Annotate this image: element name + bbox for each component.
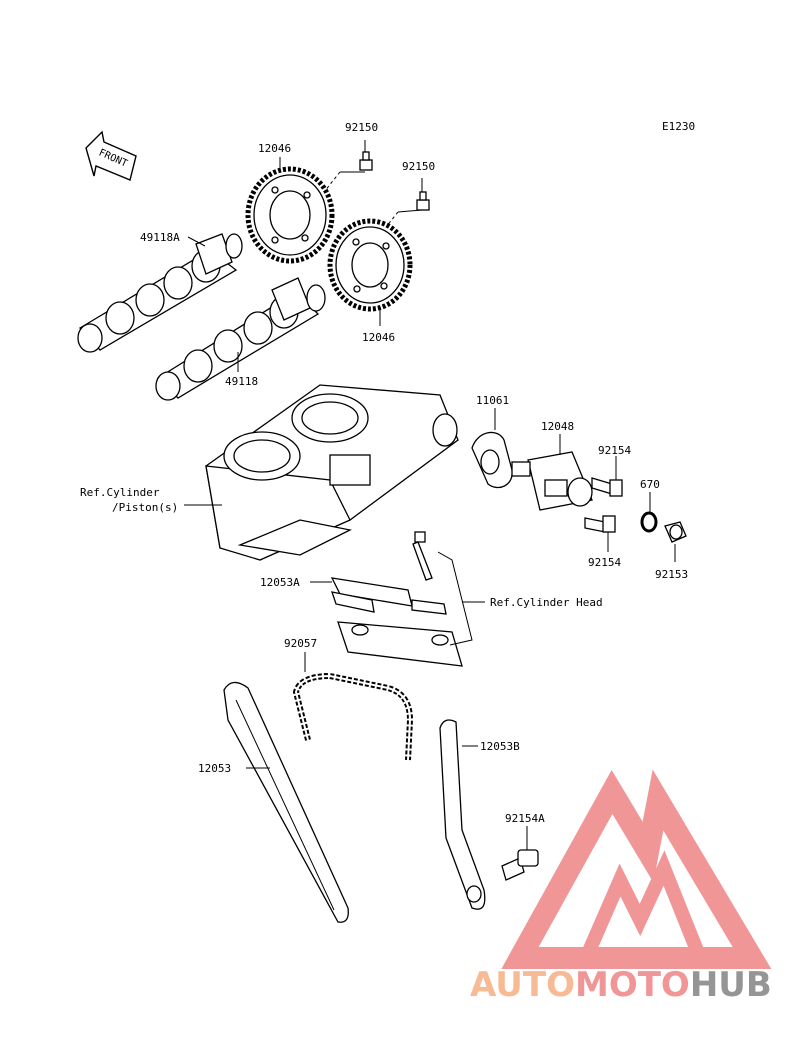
label-92153: 92153: [655, 568, 688, 581]
gasket-11061: [471, 431, 513, 489]
camshaft-49118: [155, 277, 326, 401]
pivot-bolt-92154a: [501, 849, 539, 881]
label-49118a: 49118A: [140, 231, 180, 244]
o-ring-670: [640, 511, 658, 533]
logo-text-auto: AUTO: [470, 965, 575, 1005]
label-12053b: 12053B: [480, 740, 520, 753]
automotohub-logo: AUTOMOTOHUB: [470, 769, 772, 1005]
diagram-code: E1230: [662, 120, 695, 133]
sprocket-12046-b: [327, 218, 413, 312]
bolt-92150-a: [359, 151, 373, 171]
front-arrow-icon: FRONT: [85, 130, 137, 181]
chain-guide-12053b: [439, 719, 486, 910]
bolt-92154-a: [591, 477, 623, 497]
long-bolt: [412, 531, 433, 581]
svg-text:AUTOMOTOHUB: AUTOMOTOHUB: [470, 965, 772, 1005]
label-92150-a: 92150: [345, 121, 378, 134]
cylinder-head: [205, 384, 459, 561]
label-12053: 12053: [198, 762, 231, 775]
label-92154a: 92154A: [505, 812, 545, 825]
chain-guide-12053a: [330, 577, 413, 613]
bolt-92154-b: [584, 515, 616, 533]
ref-cylinder-head-label: Ref.Cylinder Head: [490, 596, 603, 609]
cap-bolt-92153: [664, 521, 687, 543]
ref-cylinder-label-2: /Piston(s): [112, 501, 178, 514]
label-12046-a: 12046: [258, 142, 291, 155]
label-12048: 12048: [541, 420, 574, 433]
chain-guide-12053: [223, 681, 349, 923]
label-670: 670: [640, 478, 660, 491]
label-12053a: 12053A: [260, 576, 300, 589]
tensioner-12048: [511, 451, 593, 511]
label-92154-b: 92154: [588, 556, 621, 569]
label-92154-a: 92154: [598, 444, 631, 457]
camshaft-49118a: [77, 233, 243, 353]
label-92057: 92057: [284, 637, 317, 650]
bolt-92150-b: [416, 191, 430, 211]
sprocket-12046-a: [245, 166, 335, 264]
label-11061: 11061: [476, 394, 509, 407]
cam-cap: [337, 621, 463, 667]
label-12046-b: 12046: [362, 331, 395, 344]
logo-text-hub: HUB: [690, 965, 772, 1005]
ref-cylinder-label-1: Ref.Cylinder: [80, 486, 160, 499]
logo-text-moto: MOTO: [575, 965, 690, 1005]
label-92150-b: 92150: [402, 160, 435, 173]
label-49118: 49118: [225, 375, 258, 388]
cam-chain-92057: [292, 672, 414, 761]
guide-plate: [411, 599, 447, 615]
